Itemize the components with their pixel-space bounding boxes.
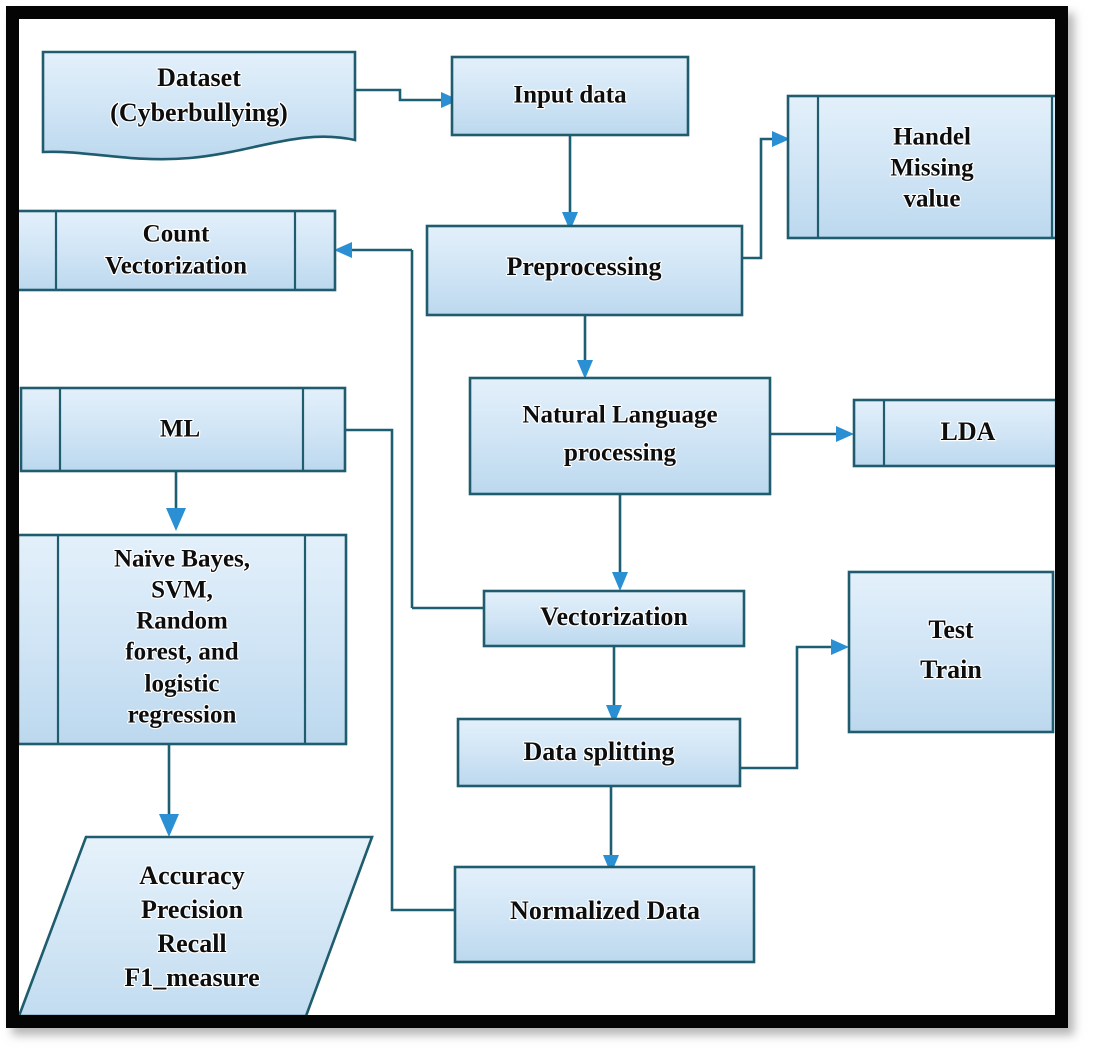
node-handel-missing-value[interactable]: Handel Missing value bbox=[786, 94, 1098, 240]
edge-input-data-to-preprocessing bbox=[562, 135, 578, 231]
node-normalized-data[interactable]: Normalized Data bbox=[453, 865, 756, 964]
node-metrics-label-line3: Recall bbox=[157, 929, 226, 958]
node-input-data[interactable]: Input data bbox=[450, 55, 690, 137]
node-data-splitting-label: Data splitting bbox=[524, 737, 675, 766]
node-preprocessing[interactable]: Preprocessing bbox=[425, 224, 744, 317]
node-handel-missing-label-line3: value bbox=[904, 186, 961, 213]
node-vectorization[interactable]: Vectorization bbox=[482, 589, 746, 648]
node-ml-label: ML bbox=[160, 416, 200, 443]
node-metrics-label-line1: Accuracy bbox=[139, 861, 244, 890]
node-algorithms-label-line3: Random bbox=[136, 608, 228, 635]
node-algorithms-label-line5: logistic bbox=[145, 671, 220, 698]
node-handel-missing-label-line1: Handel bbox=[893, 124, 971, 151]
node-ml[interactable]: ML bbox=[19, 386, 347, 473]
node-dataset-label-line1: Dataset bbox=[157, 63, 241, 92]
node-input-data-label: Input data bbox=[513, 82, 627, 109]
edge-vectorization-to-data-splitting bbox=[606, 646, 622, 724]
node-algorithms[interactable]: Naïve Bayes, SVM, Random forest, and log… bbox=[18, 533, 348, 746]
edge-data-splitting-to-test-train bbox=[740, 639, 849, 770]
node-dataset[interactable]: Dataset (Cyberbullying) bbox=[41, 50, 357, 161]
node-dataset-label-line2: (Cyberbullying) bbox=[110, 98, 288, 127]
node-count-vectorization-label-line1: Count bbox=[143, 221, 210, 248]
node-vectorization-label: Vectorization bbox=[540, 602, 688, 631]
edge-ml-to-algorithms bbox=[166, 471, 186, 531]
node-normalized-data-label: Normalized Data bbox=[510, 896, 700, 925]
edge-preprocessing-to-count-vectorization bbox=[334, 242, 414, 608]
node-algorithms-label-line4: forest, and bbox=[125, 639, 239, 666]
edge-nlp-to-lda bbox=[770, 426, 854, 442]
node-lda[interactable]: LDA bbox=[852, 398, 1098, 468]
node-test-train[interactable]: Test Train bbox=[847, 570, 1055, 734]
node-algorithms-label-line2: SVM, bbox=[151, 577, 213, 604]
edge-algorithms-to-metrics bbox=[159, 744, 179, 837]
edge-preprocessing-to-nlp bbox=[577, 315, 593, 379]
node-lda-label: LDA bbox=[941, 417, 996, 446]
node-test-train-label-line2: Train bbox=[920, 655, 982, 684]
node-count-vectorization[interactable]: Count Vectorization bbox=[16, 209, 337, 292]
edge-dataset-to-input-data bbox=[355, 88, 459, 108]
edge-nlp-to-vectorization bbox=[612, 494, 628, 591]
node-test-train-label-line1: Test bbox=[928, 615, 974, 644]
node-metrics-label-line4: F1_measure bbox=[124, 963, 259, 992]
node-nlp-label-line2: processing bbox=[564, 440, 677, 467]
node-preprocessing-label: Preprocessing bbox=[506, 252, 661, 281]
node-data-splitting[interactable]: Data splitting bbox=[456, 717, 742, 788]
node-count-vectorization-label-line2: Vectorization bbox=[105, 253, 247, 280]
node-metrics-label-line2: Precision bbox=[141, 895, 244, 924]
node-natural-language-processing[interactable]: Natural Language processing bbox=[468, 376, 772, 496]
node-handel-missing-label-line2: Missing bbox=[890, 155, 974, 182]
node-metrics[interactable]: Accuracy Precision Recall F1_measure bbox=[19, 835, 374, 1016]
edge-preprocessing-to-handel-missing bbox=[742, 131, 790, 260]
node-nlp-label-line1: Natural Language bbox=[522, 402, 717, 429]
node-algorithms-label-line6: regression bbox=[128, 702, 237, 729]
node-algorithms-label-line1: Naïve Bayes, bbox=[114, 546, 250, 573]
edge-data-splitting-to-normalized-data bbox=[603, 786, 619, 874]
